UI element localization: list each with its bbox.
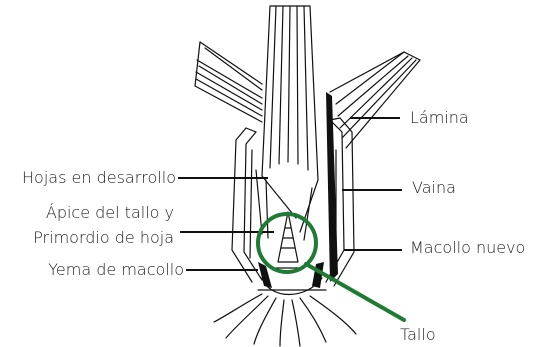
stem-highlight-pointer: [306, 264, 404, 320]
left-sheath: [232, 128, 262, 282]
left-leaf-blade: [195, 42, 262, 122]
label-vaina: Vaina: [412, 178, 456, 198]
label-yema-de-macollo: Yema de macollo: [48, 260, 184, 280]
label-macollo-nuevo: Macollo nuevo: [410, 238, 525, 258]
label-apice-line1: Ápice del tallo y: [46, 203, 174, 223]
roots: [214, 294, 356, 346]
developing-leaves: [256, 170, 318, 240]
right-leaf-blade: [330, 52, 420, 148]
label-lamina: Lámina: [410, 108, 469, 128]
central-leaf: [262, 6, 318, 180]
stem-apex: [276, 212, 300, 268]
label-tallo: Tallo: [400, 325, 436, 345]
label-apice-line2: Primordio de hoja: [33, 228, 174, 248]
label-hojas-en-desarrollo: Hojas en desarrollo: [22, 168, 176, 188]
